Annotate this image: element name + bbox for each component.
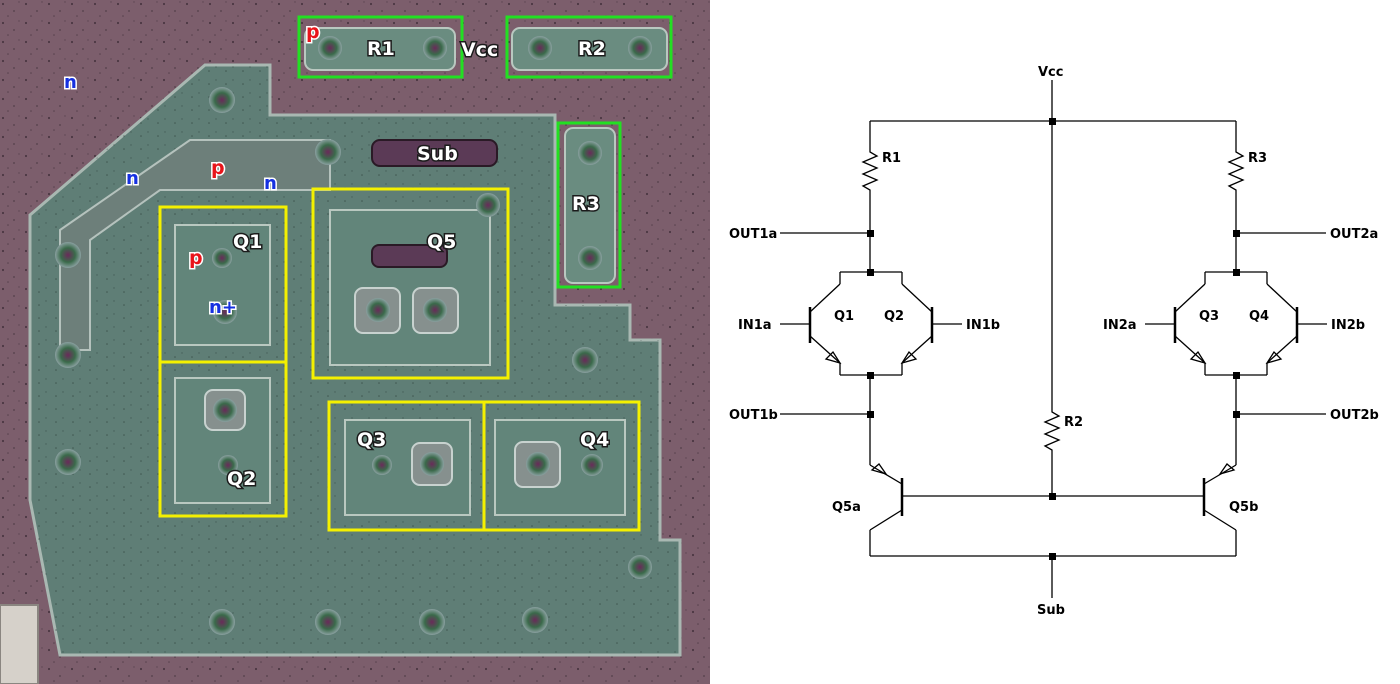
sch-label-r1: R1 [882, 151, 901, 166]
q5-well [329, 209, 491, 366]
label-r1: R1 [367, 38, 395, 60]
box-q4 [482, 400, 641, 532]
label-q2: Q2 [227, 468, 256, 490]
sch-label-in2b: IN2b [1331, 318, 1365, 333]
q5a-emitter-arrow [870, 463, 888, 476]
label-r2: R2 [578, 38, 606, 60]
die-photo: p R1 Vcc R2 R3 Sub n n n p Q1 p n+ Q5 Q2… [0, 0, 710, 684]
die-photo-canvas: p R1 Vcc R2 R3 Sub n n n p Q1 p n+ Q5 Q2… [0, 0, 710, 684]
label-q3: Q3 [357, 429, 386, 451]
label-q5: Q5 [427, 231, 456, 253]
sch-label-in1b: IN1b [966, 318, 1000, 333]
q4-emitter-arrow [1265, 350, 1283, 365]
r2-resistor [1043, 408, 1061, 452]
label-r3: R3 [572, 193, 600, 215]
label-n-3: n [264, 173, 277, 194]
q3-emitter-arrow [1189, 350, 1207, 365]
sch-label-out2a: OUT2a [1330, 227, 1378, 242]
q3-emitter [1174, 335, 1206, 364]
sub-contact [371, 139, 498, 167]
r2-body [511, 27, 668, 71]
label-vcc: Vcc [461, 39, 498, 61]
bond-pad-corner [0, 604, 39, 684]
q5a-collector [869, 509, 903, 531]
box-q2 [158, 360, 288, 518]
q5-emitter-strip [371, 244, 448, 268]
r1-body [304, 27, 456, 71]
q1-emitter-arrow [824, 350, 842, 365]
sch-label-out1a: OUT1a [729, 227, 777, 242]
r3-resistor [1227, 148, 1245, 192]
label-p-strip: p [211, 157, 225, 179]
q4-collector [1266, 283, 1298, 313]
label-p-r1: p [306, 21, 320, 43]
q3-collector [1174, 283, 1206, 313]
sch-label-vcc: Vcc [1038, 65, 1063, 80]
label-q1: Q1 [233, 231, 262, 253]
junction-dots [867, 118, 1240, 560]
label-n-2: n [126, 168, 139, 189]
sch-label-out2b: OUT2b [1330, 408, 1379, 423]
sch-label-q5b: Q5b [1229, 500, 1258, 515]
label-n-1: n [64, 72, 77, 93]
sch-label-sub: Sub [1037, 603, 1065, 618]
q2-emitter-arrow [900, 350, 918, 365]
label-q4: Q4 [580, 429, 609, 451]
q1-collector [809, 283, 841, 313]
q5b-emitter-arrow [1218, 463, 1236, 476]
schematic-panel: Vcc Sub R1 R3 R2 Q1 Q2 Q3 Q4 Q5a Q5b IN1… [710, 0, 1400, 684]
q1-emitter [809, 335, 841, 364]
label-sub: Sub [417, 143, 458, 165]
box-r3 [556, 121, 622, 289]
sch-label-q1: Q1 [834, 309, 854, 324]
sch-label-out1b: OUT1b [729, 408, 778, 423]
q1-well [174, 224, 271, 346]
sch-label-in2a: IN2a [1103, 318, 1137, 333]
label-p-q1: p [189, 247, 203, 269]
box-q5 [311, 187, 510, 380]
sch-label-q5a: Q5a [832, 500, 861, 515]
contact-vias [55, 36, 652, 635]
sch-label-r2: R2 [1064, 415, 1083, 430]
sch-label-q2: Q2 [884, 309, 904, 324]
sch-label-q4: Q4 [1249, 309, 1269, 324]
r1-resistor [861, 148, 879, 192]
box-r1 [297, 15, 464, 79]
sch-label-r3: R3 [1248, 151, 1267, 166]
box-r2 [505, 15, 673, 79]
sch-label-in1a: IN1a [738, 318, 772, 333]
q2-collector [901, 283, 933, 313]
r3-body [564, 127, 616, 284]
label-n-plus: n+ [209, 297, 237, 318]
q4-emitter [1266, 335, 1298, 364]
schematic-canvas: Vcc Sub R1 R3 R2 Q1 Q2 Q3 Q4 Q5a Q5b IN1… [729, 65, 1379, 618]
q5b-collector [1203, 509, 1237, 531]
component-box-layer [158, 15, 673, 532]
q2-emitter [901, 335, 933, 364]
sch-label-q3: Q3 [1199, 309, 1219, 324]
